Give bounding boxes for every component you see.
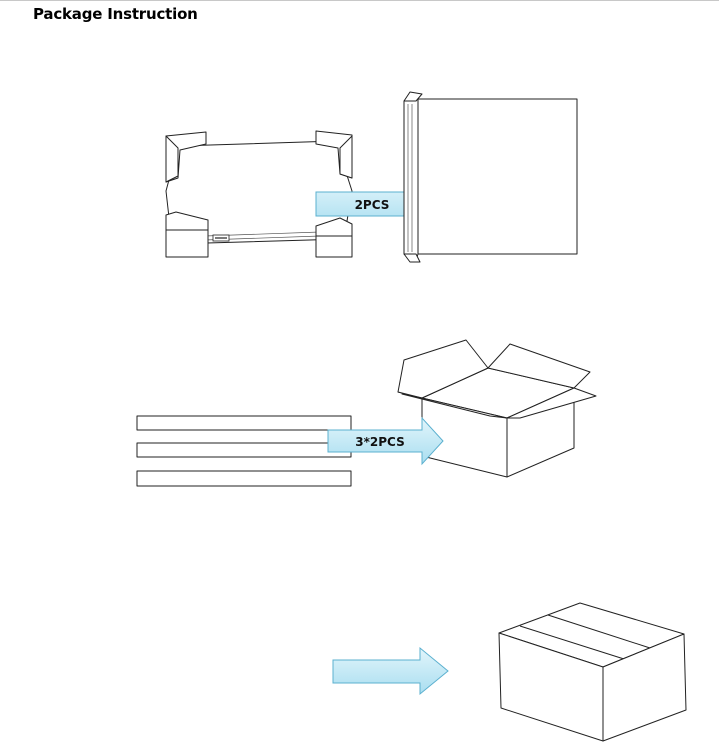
step-1-arrow: 2PCS — [315, 178, 433, 230]
step-3-arrow — [332, 646, 449, 696]
top-divider — [0, 0, 719, 1]
step-3-sealed-box — [498, 602, 687, 742]
step-1-quantity-label: 2PCS — [355, 198, 390, 212]
step-2-open-box — [397, 339, 597, 478]
step-1-carton-flat — [403, 91, 578, 263]
step-2-arrow: 3*2PCS — [327, 416, 444, 466]
panel-bar — [136, 470, 352, 487]
step-2-panels-stack — [136, 415, 352, 487]
panel-bar — [136, 442, 352, 458]
step-2-quantity-label: 3*2PCS — [355, 435, 404, 449]
page-title: Package Instruction — [33, 5, 198, 23]
step-1-panel-with-corner-protectors — [165, 130, 353, 258]
panel-bar — [136, 415, 352, 431]
